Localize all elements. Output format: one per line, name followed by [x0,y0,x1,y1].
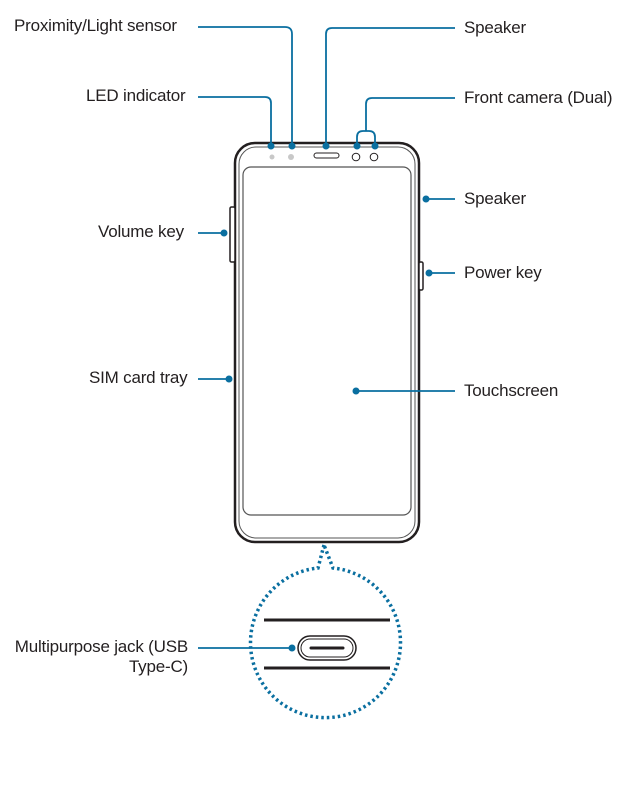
front-camera-lens-2 [369,152,379,162]
dot-usb-jack [288,644,296,652]
callout-dots [220,142,433,652]
callout-led-indicator [198,96,272,146]
front-camera-lens-1 [351,152,361,162]
callout-front-camera-bracket [356,130,376,146]
dot-proximity [288,142,296,150]
magnifier [248,539,403,720]
dot-touchscreen [352,387,360,395]
dot-volume-key [220,229,228,237]
label-led-indicator: LED indicator [86,86,186,105]
phone-inner-frame [238,146,416,539]
proximity-sensor-dot [288,154,294,160]
usb-detail [264,618,390,670]
label-multipurpose-jack: Multipurpose jack (USB Type-C) [15,637,188,677]
dot-camera-1 [353,142,361,150]
phone-body [229,141,424,544]
dot-led [267,142,275,150]
led-indicator-dot [269,154,275,160]
dot-power-key [425,269,433,277]
label-speaker-top: Speaker [464,18,526,37]
callout-speaker-top [325,27,455,146]
magnifier-outline [248,539,403,720]
callout-proximity-sensor [198,26,293,146]
label-speaker-side: Speaker [464,189,526,208]
label-touchscreen: Touchscreen [464,381,559,400]
phone-outer-frame [233,141,421,544]
power-key-shape [418,261,424,291]
dot-speaker-top [322,142,330,150]
label-proximity-light-sensor: Proximity/Light sensor [14,16,177,35]
callout-front-camera [365,97,455,131]
label-front-camera: Front camera (Dual) [464,88,613,107]
dot-speaker-side [422,195,430,203]
earpiece-shape [313,152,340,159]
label-power-key: Power key [464,263,542,282]
dot-sim-tray [225,375,233,383]
label-multipurpose-jack-line1: Multipurpose jack (USB [14,637,188,656]
label-multipurpose-jack-line2: Type-C) [128,657,188,676]
label-sim-card-tray: SIM card tray [89,368,188,387]
callout-lines [198,26,455,649]
label-volume-key: Volume key [98,222,184,241]
volume-key-shape [229,206,236,263]
dot-camera-2 [371,142,379,150]
screen-outline [242,166,412,516]
